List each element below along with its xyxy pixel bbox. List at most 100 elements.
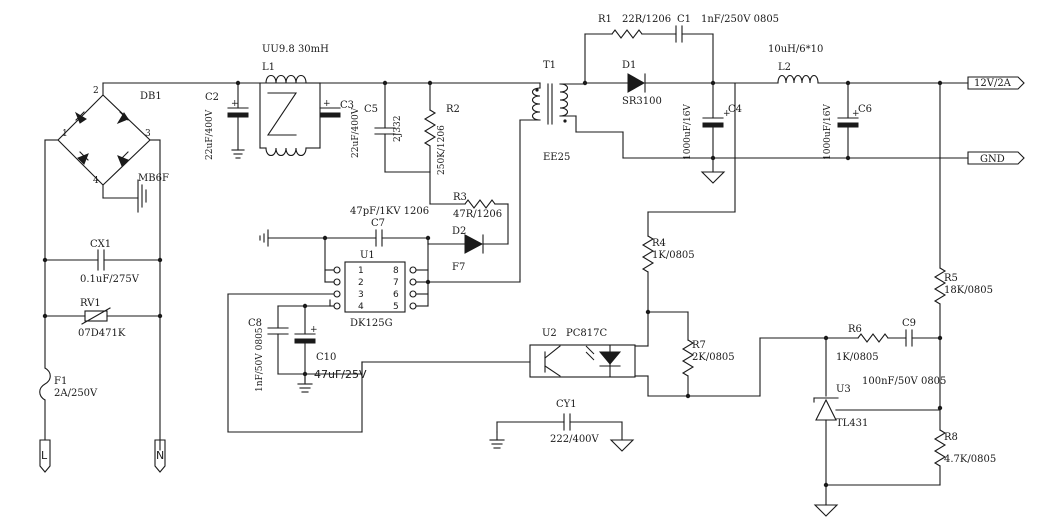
c5-label: C5: [364, 104, 378, 115]
svg-text:+: +: [852, 109, 860, 119]
transformer-t1: T1 EE25: [519, 60, 624, 281]
c9-value: 100nF/50V 0805: [862, 376, 946, 387]
c3-label: C3: [340, 100, 354, 111]
c1-value: 1nF/250V 0805: [701, 14, 779, 25]
vcc-capacitors: C8 1nF/50V 0805 + C10 47uF/25V: [227, 293, 531, 433]
r2-label: R2: [446, 104, 460, 115]
svg-text:+: +: [723, 109, 731, 119]
snubber-r1-c1: R1 22R/1206 C1 1nF/250V 0805: [584, 14, 779, 85]
c4-value: 1000uF/16V: [683, 104, 693, 160]
r4-value: 1K/0805: [652, 250, 695, 261]
u3-label: U3: [836, 384, 851, 395]
svg-text:2: 2: [358, 278, 364, 288]
svg-text:+: +: [310, 325, 318, 335]
optocoupler-section: R4 1K/0805 R7 2K/0805 U2 PC817C: [529, 82, 827, 399]
mb6f-label: MB6F: [138, 173, 169, 184]
output-gnd-label: GND: [980, 154, 1005, 165]
r4-label: R4: [652, 238, 666, 249]
r8-label: R8: [944, 432, 958, 443]
r1-label: R1: [598, 14, 612, 25]
terminal-n: N: [156, 449, 164, 462]
c5-value: 2J332: [393, 115, 403, 142]
svg-text:+: +: [231, 99, 239, 109]
svg-text:4: 4: [358, 302, 364, 312]
diode-d1: D1 SR3100: [582, 60, 779, 107]
svg-text:5: 5: [393, 302, 399, 312]
c7-label: C7: [371, 218, 385, 229]
r5-label: R5: [944, 273, 958, 284]
r7-value: 2K/0805: [692, 352, 735, 363]
d1-label: D1: [622, 60, 636, 71]
r6-label: R6: [848, 324, 862, 335]
svg-text:7: 7: [393, 278, 399, 288]
d2-value: F7: [452, 262, 465, 273]
u1-part: DK125G: [350, 318, 393, 329]
u1-label: U1: [360, 250, 375, 261]
cx1-value: 0.1uF/275V: [80, 274, 140, 285]
c7-value: 47pF/1KV 1206: [350, 206, 429, 217]
r7-label: R7: [692, 340, 706, 351]
f1-value: 2A/250V: [54, 388, 98, 399]
capacitor-cy1: CY1 222/400V: [489, 399, 635, 452]
f1-label: F1: [54, 376, 67, 387]
db1-label: DB1: [140, 91, 162, 102]
c10-label: C10: [316, 352, 336, 363]
shunt-regulator-u3: U3 TL431: [813, 335, 941, 517]
c1-label: C1: [677, 14, 691, 25]
bridge-pin-2: 2: [93, 86, 99, 96]
r6-value: 1K/0805: [836, 352, 879, 363]
c2-value: 22uF/400V: [205, 109, 215, 160]
capacitor-c3: + C3 22uF/400V: [319, 99, 361, 158]
u2-label: U2: [542, 328, 557, 339]
c6-value: 1000uF/16V: [823, 104, 833, 160]
capacitor-c2: + C2 22uF/400V: [205, 80, 249, 160]
r8-value: 4.7K/0805: [944, 454, 996, 465]
l2-label: L2: [778, 62, 791, 73]
cy1-value: 222/400V: [550, 434, 600, 445]
u2-part: PC817C: [566, 328, 607, 339]
terminal-l: L: [41, 449, 48, 462]
feedback-divider: R5 18K/0805 R8 4.7K/0805: [825, 80, 996, 486]
cx1-label: CX1: [90, 239, 111, 250]
compensation-r6-c9: R6 1K/0805 C9 100nF/50V 0805: [825, 318, 946, 387]
c8-value: 1nF/50V 0805: [255, 327, 265, 392]
t1-type: EE25: [543, 152, 570, 163]
svg-text:+: +: [323, 99, 331, 109]
rv1-value: 07D471K: [78, 328, 126, 339]
cy1-label: CY1: [556, 399, 577, 410]
controller-u1: 1 2 3 4 8 7 6 5 U1 DK125G: [322, 235, 521, 329]
d1-value: SR3100: [622, 96, 662, 107]
l1-core-label: UU9.8 30mH: [262, 44, 329, 55]
l2-value: 10uH/6*10: [768, 44, 823, 55]
bridge-pin-3: 3: [145, 129, 151, 139]
l1-label: L1: [262, 62, 275, 73]
d2-label: D2: [452, 226, 466, 237]
r5-value: 18K/0805: [944, 285, 993, 296]
bridge-rectifier-db1: 2 1 3 4 DB1 MB6F: [57, 86, 169, 213]
svg-text:6: 6: [393, 290, 399, 300]
c9-label: C9: [902, 318, 916, 329]
c3-value: 22uF/400V: [351, 107, 361, 158]
snubber-c5-r2: C5 2J332 R2 250K/1206 R3 47R/1206: [364, 80, 509, 245]
capacitor-c4: + C4 1000uF/16V: [683, 82, 742, 184]
bridge-pin-1: 1: [62, 129, 68, 139]
svg-text:3: 3: [358, 290, 364, 300]
c8-label: C8: [248, 318, 262, 329]
r1-value: 22R/1206: [622, 14, 671, 25]
c6-label: C6: [858, 104, 872, 115]
output-terminals: 12V/2A GND: [967, 76, 1025, 165]
svg-text:1: 1: [358, 266, 364, 276]
r3-label: R3: [453, 192, 467, 203]
r2-value: 250K/1206: [437, 125, 447, 175]
t1-label: T1: [543, 60, 556, 71]
u3-part: TL431: [836, 418, 868, 429]
capacitor-c6: + C6 1000uF/16V: [823, 80, 872, 161]
clamp-c7-d2: 47pF/1KV 1206 C7 D2 F7: [259, 206, 509, 273]
svg-text:8: 8: [393, 266, 399, 276]
inductor-l2: 10uH/6*10 L2: [768, 44, 969, 84]
inductor-l1: UU9.8 30mH L1: [259, 44, 329, 157]
bridge-pin-4: 4: [93, 176, 99, 186]
output-12v-label: 12V/2A: [974, 78, 1012, 89]
